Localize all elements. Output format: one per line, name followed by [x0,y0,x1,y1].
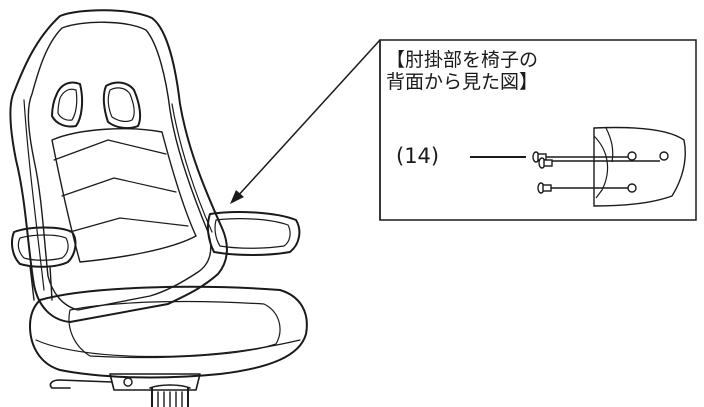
callout-title-line1: 【肘掛部を椅子の [386,49,539,71]
headrest-slot-left [51,81,84,128]
armrest-left-post [29,265,53,301]
gaming-chair-illustration [9,9,308,407]
headrest-slot-right [102,81,142,130]
armrest-left [11,226,77,268]
backrest-side-left [23,99,45,291]
backrest-side-right [171,103,213,233]
screw-hole-2 [659,151,669,161]
bolt-2 [538,157,553,169]
gas-lift-top [149,384,191,389]
backrest-center-panel [51,128,197,263]
bolt-icon [532,151,553,194]
tilt-mechanism [109,373,201,391]
backrest-chevron-3 [69,217,189,233]
screw-hole-1 [627,151,637,161]
backrest-chevron-1 [53,139,167,161]
backrest-inner-panel [27,21,212,311]
bolt-3 [537,182,552,194]
part-number-label: (14) [396,144,440,168]
armrest-back-edge [605,127,614,163]
backrest-outline [9,9,228,323]
armrest-back-outline [593,126,686,207]
armrest-back-view [546,126,686,207]
gas-lift-ridges [157,391,183,407]
callout-box [379,39,697,221]
tilt-lever [49,379,113,389]
headrest-slot-right-inner [107,87,135,123]
armrest-left-inner [17,234,69,261]
headrest-slot-left-inner [57,88,78,121]
callout-pointer [235,39,381,220]
bolt-1 [532,151,547,163]
callout-title-line2: 背面から見た図】 [386,71,539,93]
armrest-back-inner-curve [593,135,609,199]
seat-cushion [29,285,308,379]
seat-inner-panel [68,300,281,359]
seat-front-edge [35,339,301,358]
armrest-right [206,211,301,256]
lever-knob [123,377,133,387]
callout-title: 【肘掛部を椅子の 背面から見た図】 [386,49,538,93]
screw-hole-3 [627,183,637,193]
armrest-right-inner [214,218,291,249]
backrest-chevron-2 [61,177,177,197]
arrow-down-left-icon [230,190,244,204]
gas-lift-cylinder [151,387,189,407]
